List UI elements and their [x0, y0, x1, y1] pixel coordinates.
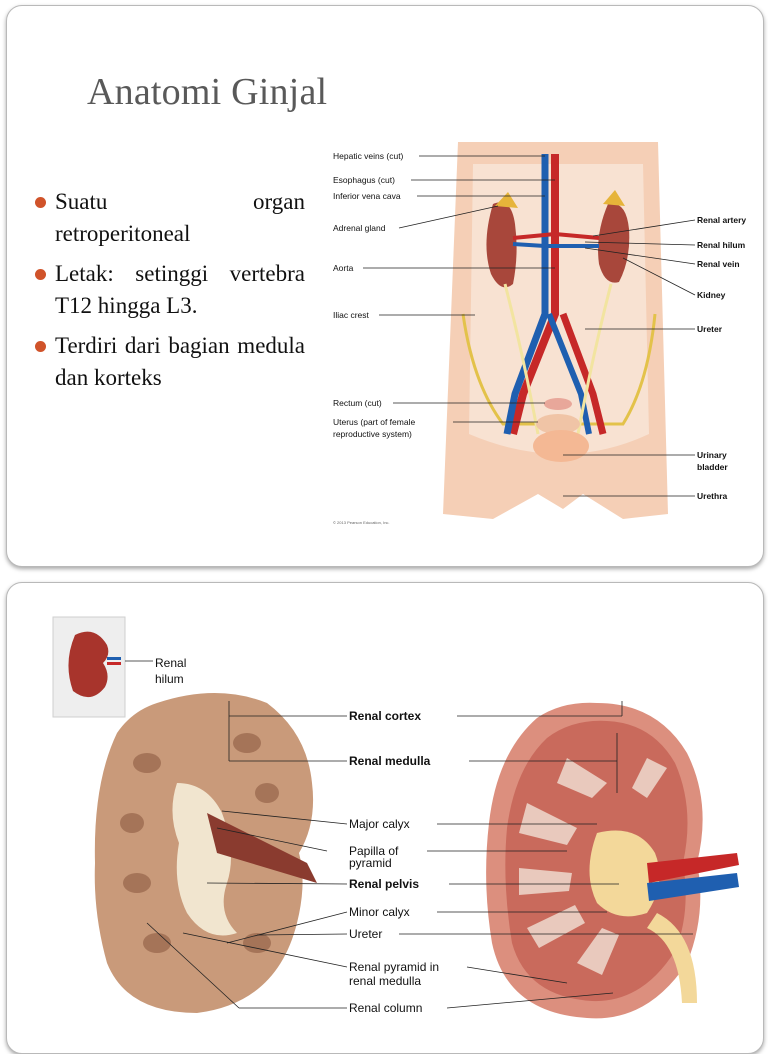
label-renal-pyramid-line2: renal medulla	[349, 974, 421, 988]
label-papilla-line1: Papilla of	[349, 844, 399, 858]
label-adrenal-gland: Adrenal gland	[333, 223, 386, 233]
label-renal-vein: Renal vein	[697, 259, 740, 269]
label-renal-cortex: Renal cortex	[349, 709, 421, 723]
label-renal-hilum: Renal hilum	[697, 240, 746, 250]
label-renal-column: Renal column	[349, 1001, 422, 1015]
inset-kidney-icon	[68, 631, 109, 698]
label-ureter: Ureter	[349, 927, 382, 941]
bullet-item: Suatu organ retroperitoneal	[35, 186, 305, 250]
label-hepatic-veins: Hepatic veins (cut)	[333, 151, 404, 161]
label-minor-calyx: Minor calyx	[349, 905, 410, 919]
label-urinary: Urinary	[697, 450, 727, 460]
label-bladder: bladder	[697, 462, 728, 472]
label-uterus-line2: reproductive system)	[333, 429, 412, 439]
inset-label-line1: Renal	[155, 656, 186, 670]
label-aorta: Aorta	[333, 263, 354, 273]
label-iliac-crest: Iliac crest	[333, 310, 370, 320]
label-inferior-vena-cava: Inferior vena cava	[333, 191, 401, 201]
inset-label-line2: hilum	[155, 672, 184, 686]
kidney-section-figure: Renal hilum	[52, 616, 739, 1019]
label-urethra: Urethra	[697, 491, 728, 501]
copyright-text: © 2013 Pearson Education, Inc.	[333, 520, 390, 525]
label-renal-medulla: Renal medulla	[349, 754, 431, 768]
slide-1: Anatomi Ginjal Suatu organ retroperitone…	[6, 5, 764, 567]
bullet-list: Suatu organ retroperitoneal Letak: setin…	[35, 186, 305, 402]
label-major-calyx: Major calyx	[349, 817, 410, 831]
slide-2: Renal hilum	[6, 582, 764, 1054]
bullet-item: Terdiri dari bagian medula dan korteks	[35, 330, 305, 394]
label-papilla-line2: pyramid	[349, 856, 392, 870]
label-esophagus: Esophagus (cut)	[333, 175, 395, 185]
bullet-item: Letak: setinggi vertebra T12 hingga L3.	[35, 258, 305, 322]
urinary-system-figure: Hepatic veins (cut) Esophagus (cut) Infe…	[333, 142, 746, 525]
label-renal-artery: Renal artery	[697, 215, 746, 225]
label-renal-pyramid-line1: Renal pyramid in	[349, 960, 439, 974]
label-rectum: Rectum (cut)	[333, 398, 382, 408]
label-kidney: Kidney	[697, 290, 726, 300]
label-renal-pelvis: Renal pelvis	[349, 877, 419, 891]
slide-title: Anatomi Ginjal	[87, 71, 328, 113]
label-uterus-line1: Uterus (part of female	[333, 417, 415, 427]
label-ureter: Ureter	[697, 324, 723, 334]
